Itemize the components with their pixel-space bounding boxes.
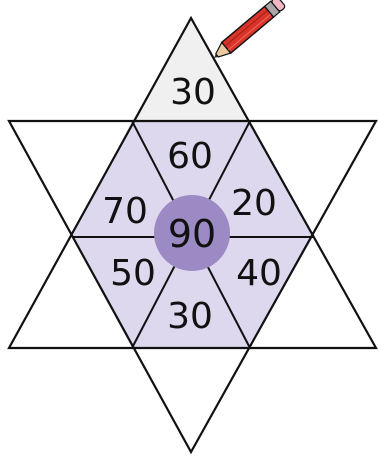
inner-bottom-number: 30 [167, 296, 213, 337]
inner-lower-left-number: 50 [110, 253, 156, 294]
top-point-number: 30 [170, 72, 216, 113]
inner-top-number: 60 [167, 136, 213, 177]
center-number: 90 [168, 212, 216, 256]
inner-lower-right-number: 40 [236, 253, 282, 294]
pencil-icon [210, 0, 286, 63]
inner-upper-left-number: 70 [102, 191, 148, 232]
inner-upper-right-number: 20 [231, 183, 277, 224]
